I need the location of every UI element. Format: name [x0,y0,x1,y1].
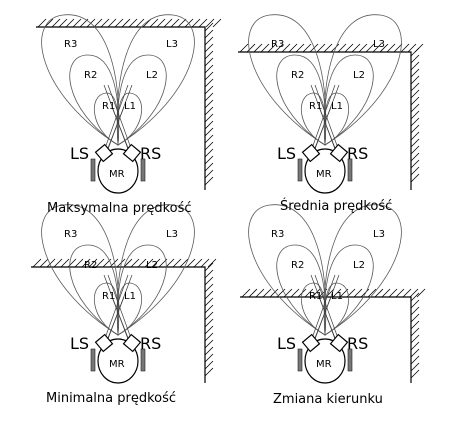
p2-wall-hatching [239,43,424,183]
p2-label-mr: MR [316,169,332,180]
p4-label-r2: R2 [291,260,304,271]
p2-sensor-ls [301,143,321,163]
p3-wall-hatching [32,258,217,377]
p4-label-mr: MR [316,359,332,370]
p1-wheel-left [90,158,96,182]
p3-wheel-left [90,348,96,372]
p4-wall [240,296,412,383]
p2-sensor-rays [310,84,340,154]
p3-label-r1: R1 [102,291,115,302]
p2-label-ls: LS [277,144,296,163]
p4-label-l2: L2 [353,260,365,271]
p1-lobe-l3 [116,14,195,146]
p1-label-l1: L1 [124,101,136,112]
p3-lobe-r3 [41,204,120,336]
p4-lobe-l3 [323,204,402,336]
p1-sensor-rs [122,143,142,163]
p1-sensor-ls [94,143,114,163]
p3-lobe-r2 [69,244,119,336]
p2-label-r3: R3 [271,39,284,50]
p2-sensor-rs [329,143,349,163]
p3-sensor-rays [103,274,133,344]
p3-label-l3: L3 [166,229,178,240]
p2-lobe-r2 [276,54,326,146]
p4-label-r1: R1 [309,291,322,302]
p4-lobe-r3 [248,204,327,336]
p4-wheel-left [297,348,303,372]
p4-sensor-rays [310,274,340,344]
p1-sensor-rays [103,84,133,154]
p4-sensor-rs [329,333,349,353]
caption-medium-speed: Średnia prędkość [280,199,393,214]
p4-mr-body [304,338,346,384]
p1-label-l2: L2 [146,70,158,81]
p2-lobe-l3 [323,14,402,146]
p4-label-l1: L1 [331,291,343,302]
p4-lobe-l2 [324,244,374,336]
caption-direction-change: Zmiana kierunku [273,392,383,407]
caption-min-speed: Minimalna prędkość [46,391,177,406]
p1-lobe-l2 [117,54,167,146]
p1-label-l3: L3 [166,39,178,50]
p1-lobe-r2 [69,54,119,146]
p1-mr-body [97,148,139,194]
p1-label-r3: R3 [64,39,77,50]
p3-sensor-ls [94,333,114,353]
p2-label-l1: L1 [331,101,343,112]
p3-label-ls: LS [70,334,89,353]
p3-label-mr: MR [109,359,125,370]
p3-mr-body [97,338,139,384]
p2-lobe-l2 [324,54,374,146]
p2-mr-body [304,148,346,194]
caption-max-speed: Maksymalna prędkość [47,201,192,216]
p3-label-r2: R2 [84,260,97,271]
p3-lobe-l3 [116,204,195,336]
p2-wheel-right [347,158,353,182]
p1-label-mr: MR [109,169,125,180]
p2-label-r1: R1 [309,101,322,112]
p4-lobe-r2 [276,244,326,336]
p2-label-rs: RS [347,144,368,163]
p1-label-r1: R1 [102,101,115,112]
p1-label-r2: R2 [84,70,97,81]
p2-label-l2: L2 [353,70,365,81]
p1-label-ls: LS [70,144,89,163]
p2-label-l3: L3 [373,39,385,50]
p1-wheel-right [140,158,146,182]
p3-label-rs: RS [140,334,161,353]
p2-wall [238,51,412,190]
p1-lobe-r3 [41,14,120,146]
p3-label-r3: R3 [64,229,77,240]
p4-sensor-ls [301,333,321,353]
p4-wheel-right [347,348,353,372]
p3-label-l2: L2 [146,260,158,271]
p2-lobe-r3 [248,14,327,146]
p2-wheel-left [297,158,303,182]
p4-label-r3: R3 [271,229,284,240]
p2-label-r2: R2 [291,70,304,81]
p4-label-rs: RS [347,334,368,353]
p3-sensor-rs [122,333,142,353]
p3-label-l1: L1 [124,291,136,302]
p4-label-l3: L3 [373,229,385,240]
p3-wheel-right [140,348,146,372]
p1-wall-hatching [37,18,222,186]
p3-lobe-l2 [117,244,167,336]
p4-label-ls: LS [277,334,296,353]
p1-label-rs: RS [140,144,161,163]
